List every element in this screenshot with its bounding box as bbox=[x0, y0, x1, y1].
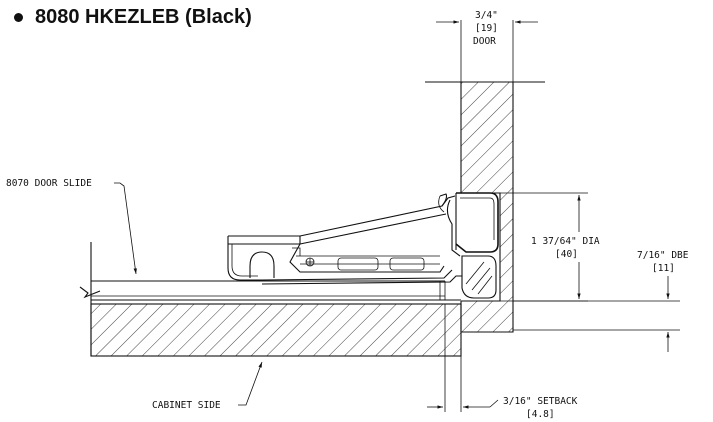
door-label: DOOR bbox=[473, 36, 496, 47]
door-slide-label: 8070 DOOR SLIDE bbox=[6, 178, 92, 189]
leader-cabinet-side: CABINET SIDE bbox=[152, 361, 263, 411]
dimension-setback: 3/16" SETBACK [4.8] bbox=[427, 304, 578, 420]
door-width-mm: [19] bbox=[475, 23, 498, 34]
page-title: 8080 HKEZLEB (Black) bbox=[0, 0, 252, 34]
cup-dia-mm: [40] bbox=[555, 249, 578, 260]
cup-dia-label: 1 37/64" DIA bbox=[531, 236, 600, 247]
cabinet-side-label: CABINET SIDE bbox=[152, 400, 221, 411]
dimension-cup-dia: 1 37/64" DIA [40] bbox=[500, 192, 600, 302]
setback-mm: [4.8] bbox=[526, 409, 555, 420]
dbe-label: 7/16" DBE bbox=[637, 250, 689, 261]
dimension-door-width: 3/4" [19] DOOR bbox=[436, 10, 538, 82]
title-text: 8080 HKEZLEB (Black) bbox=[35, 5, 252, 28]
bullet-icon bbox=[14, 12, 23, 22]
dbe-mm: [11] bbox=[652, 263, 675, 274]
dimension-dbe: 7/16" DBE [11] bbox=[513, 250, 689, 352]
hinge-mechanism bbox=[227, 192, 499, 299]
door-panel bbox=[425, 81, 545, 333]
cabinet-side bbox=[79, 242, 462, 357]
leader-door-slide: 8070 DOOR SLIDE bbox=[6, 178, 137, 275]
door-width-label: 3/4" bbox=[475, 10, 498, 21]
setback-label: 3/16" SETBACK bbox=[503, 396, 578, 407]
